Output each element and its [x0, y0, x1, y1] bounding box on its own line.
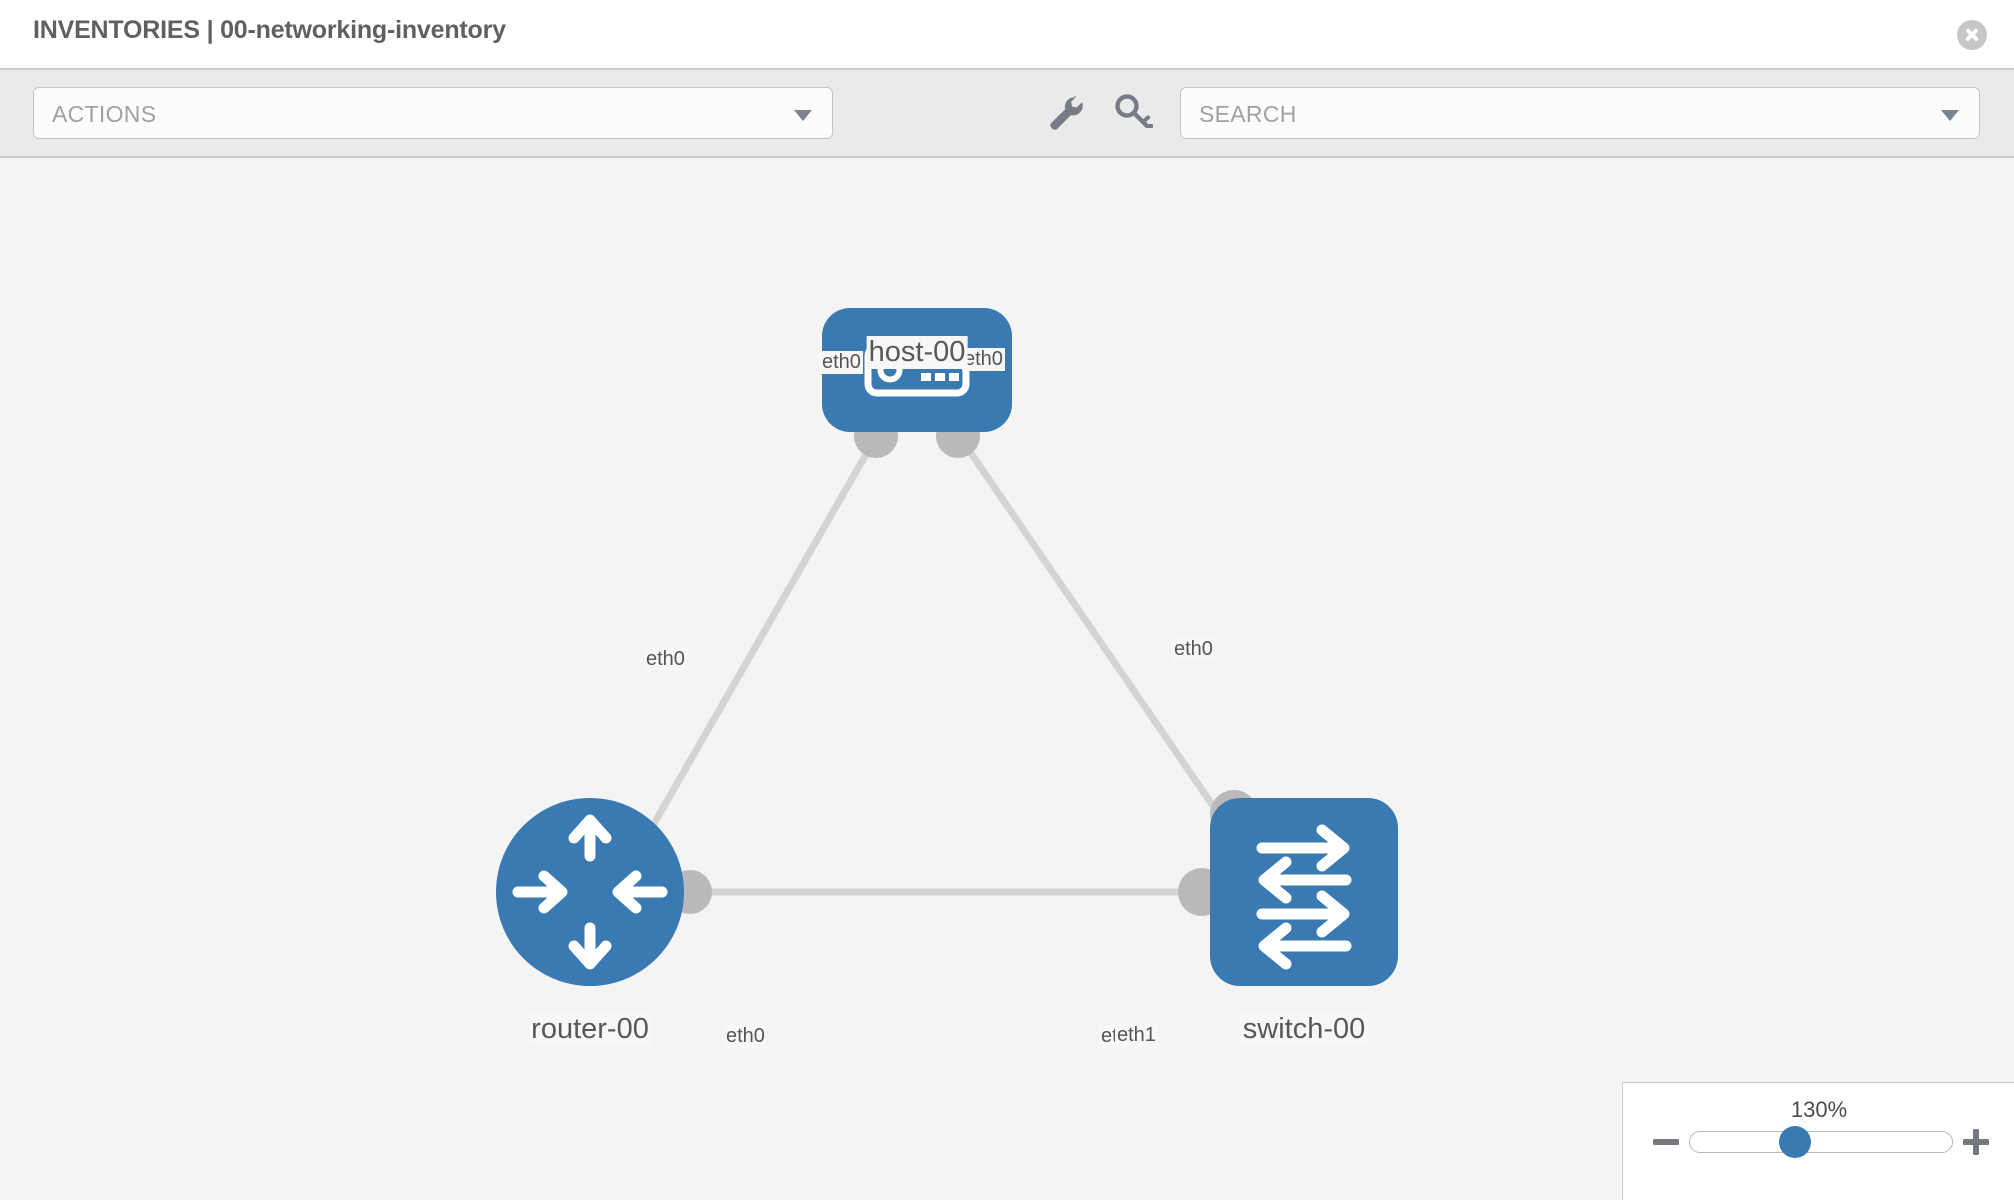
close-icon[interactable]	[1957, 20, 1987, 50]
page-header: INVENTORIES | 00-networking-inventory	[0, 0, 2014, 68]
iface-label-router-switch: eth0	[724, 1025, 767, 1048]
node-label-host-00: host-00	[866, 336, 968, 369]
node-router-00	[496, 798, 684, 986]
page-title: INVENTORIES | 00-networking-inventory	[33, 16, 506, 44]
edge-host-router	[636, 428, 884, 850]
topology-connectors	[668, 414, 1258, 916]
topology-edges	[636, 428, 1238, 896]
node-switch-00-shape	[1210, 798, 1398, 986]
search-placeholder: SEARCH	[1199, 101, 1297, 127]
zoom-slider-thumb[interactable]	[1779, 1126, 1811, 1158]
iface-label-switch-host: eth0	[1172, 638, 1215, 661]
zoom-in-button[interactable]	[1961, 1127, 1991, 1157]
key-icon[interactable]	[1113, 92, 1154, 134]
topology-graph	[496, 308, 1398, 986]
zoom-control-panel: 130%	[1622, 1082, 2014, 1200]
toolbar: ACTIONS SEARCH	[0, 68, 2014, 158]
iface-label-host-router: eth0	[820, 351, 863, 374]
node-label-switch-00: switch-00	[1240, 1013, 1368, 1046]
actions-dropdown[interactable]: ACTIONS	[33, 87, 833, 139]
node-switch-00	[1210, 798, 1398, 986]
zoom-level-value: 130%	[1790, 1097, 1848, 1122]
node-label-router-00: router-00	[529, 1013, 651, 1046]
chevron-down-icon	[794, 110, 812, 121]
actions-dropdown-label: ACTIONS	[52, 101, 157, 127]
zoom-out-button[interactable]	[1651, 1127, 1681, 1157]
wrench-icon[interactable]	[1045, 92, 1085, 134]
iface-label-host-switch: eth0	[962, 348, 1005, 371]
node-router-00-shape	[496, 798, 684, 986]
switch-arrows-icon	[1256, 824, 1352, 970]
zoom-slider-track[interactable]	[1689, 1131, 1953, 1153]
router-arrows-icon	[512, 814, 668, 970]
edge-host-switch	[952, 428, 1238, 840]
iface-label-switch-router: eth1	[1115, 1024, 1158, 1047]
chevron-down-icon[interactable]	[1941, 110, 1959, 121]
iface-label-router-host: eth0	[644, 648, 687, 671]
topology-canvas[interactable]: eth0 eth0 eth0 eth0 eth0 eth0 eth1 host-…	[0, 158, 2014, 1200]
search-input[interactable]: SEARCH	[1180, 87, 1980, 139]
